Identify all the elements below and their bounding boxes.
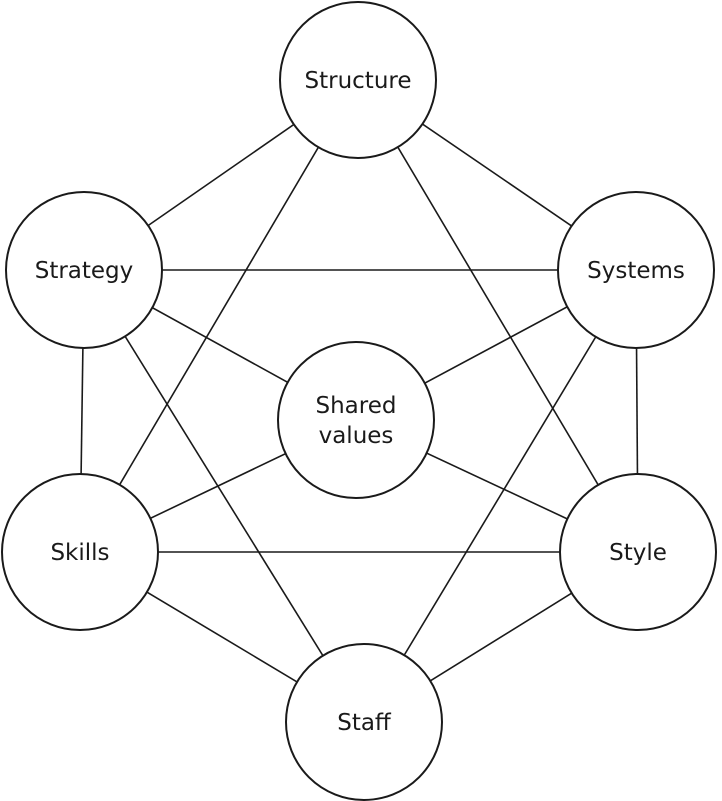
node-label-strategy: Strategy (35, 258, 134, 284)
node-circle-staff (285, 643, 443, 801)
node-circle-shared-values (277, 341, 435, 499)
edge-strategy-staff (83, 269, 365, 723)
node-label-skills: Skills (50, 540, 109, 566)
edge-systems-staff (363, 269, 637, 723)
node-label-systems: Systems (587, 258, 685, 284)
node-strategy: Strategy (5, 191, 163, 349)
node-label-structure: Structure (305, 68, 412, 94)
node-circle-structure (279, 1, 437, 159)
node-systems: Systems (557, 191, 715, 349)
node-label-staff: Staff (337, 710, 392, 736)
node-style: Style (559, 473, 717, 631)
node-structure: Structure (279, 1, 437, 159)
node-shared-values: Shared values (277, 341, 435, 499)
node-circle-strategy (5, 191, 163, 349)
edge-structure-style (357, 79, 639, 553)
node-circle-skills (1, 473, 159, 631)
node-staff: Staff (285, 643, 443, 801)
node-label-style: Style (609, 540, 667, 566)
node-circle-systems (557, 191, 715, 349)
node-label-shared-values-1: values (319, 423, 394, 449)
edge-structure-skills (79, 79, 359, 553)
node-skills: Skills (1, 473, 159, 631)
node-circle-style (559, 473, 717, 631)
node-label-shared-values-0: Shared (316, 393, 397, 419)
